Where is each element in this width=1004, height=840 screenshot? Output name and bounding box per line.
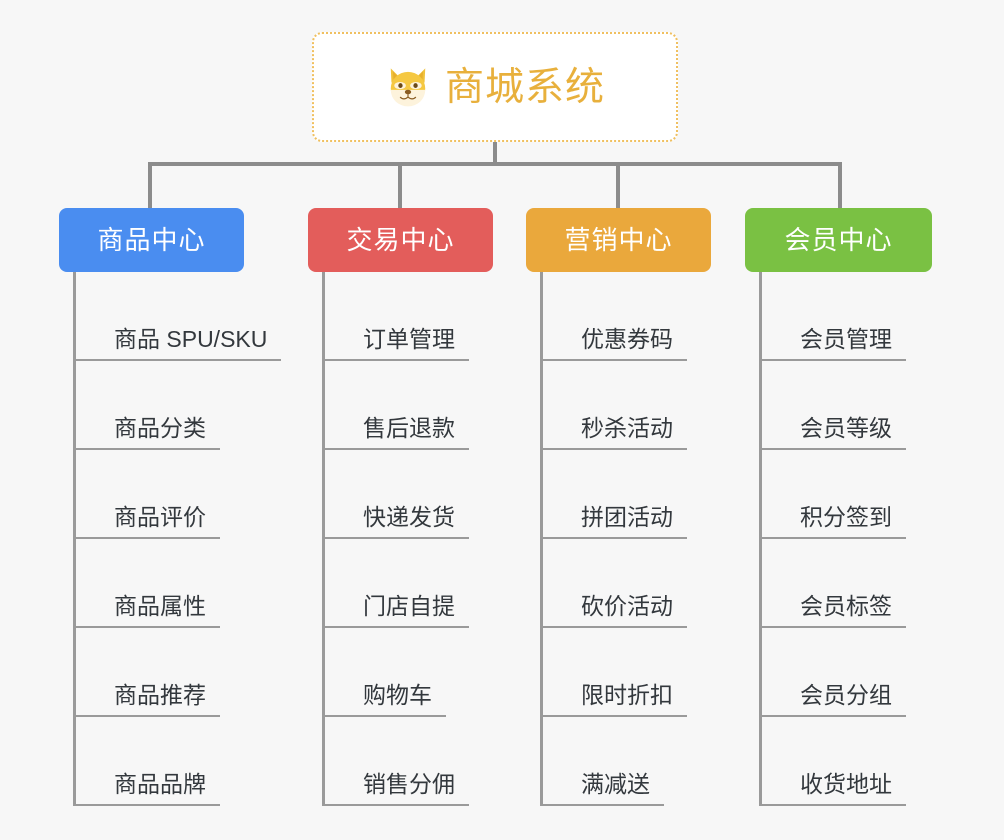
leaf-item[interactable]: 购物车 [322,628,642,717]
shiba-dog-face-icon [390,68,426,107]
leaf-item[interactable]: 商品评价 [73,450,393,539]
leaf-label: 销售分佣 [322,771,469,806]
connector-horizontal-bus [148,162,842,166]
branch-header-label-4: 会员中心 [784,225,893,255]
leaf-item[interactable]: 收货地址 [759,717,1004,806]
leaf-label: 砍价活动 [540,593,687,628]
leaf-label: 商品 SPU/SKU [73,326,282,361]
leaf-label: 限时折扣 [540,682,687,717]
leaf-item[interactable]: 会员等级 [759,361,1004,450]
branch-header-2[interactable]: 交易中心 [308,208,493,272]
leaf-item[interactable]: 订单管理 [322,272,642,361]
leaf-label: 秒杀活动 [540,415,687,450]
leaf-item[interactable]: 会员标签 [759,539,1004,628]
branch-spine-3 [540,272,543,806]
leaf-label: 会员管理 [759,326,906,361]
leaf-label: 购物车 [322,682,446,717]
leaf-item[interactable]: 积分签到 [759,450,1004,539]
leaf-item[interactable]: 拼团活动 [540,450,860,539]
leaf-list-2: 订单管理 售后退款 快递发货 门店自提 购物车 销售分佣 [322,272,642,806]
leaf-item[interactable]: 商品推荐 [73,628,393,717]
leaf-item[interactable]: 优惠券码 [540,272,860,361]
branch-header-label-1: 商品中心 [97,225,206,255]
branch-header-label-3: 营销中心 [564,225,673,255]
leaf-list-3: 优惠券码 秒杀活动 拼团活动 砍价活动 限时折扣 满减送 [540,272,860,806]
leaf-label: 优惠券码 [540,326,687,361]
connector-drop-2 [398,162,402,210]
leaf-label: 会员等级 [759,415,906,450]
leaf-item[interactable]: 销售分佣 [322,717,642,806]
leaf-label: 拼团活动 [540,504,687,539]
leaf-label: 会员分组 [759,682,906,717]
leaf-label: 商品属性 [73,593,220,628]
leaf-label: 商品推荐 [73,682,220,717]
leaf-list-4: 会员管理 会员等级 积分签到 会员标签 会员分组 收货地址 [759,272,1004,806]
branch-header-label-2: 交易中心 [346,225,455,255]
leaf-list-1: 商品 SPU/SKU 商品分类 商品评价 商品属性 商品推荐 商品品牌 [73,272,393,806]
leaf-item[interactable]: 商品属性 [73,539,393,628]
leaf-item[interactable]: 砍价活动 [540,539,860,628]
connector-root-stem [493,142,497,164]
connector-drop-4 [838,162,842,210]
leaf-item[interactable]: 快递发货 [322,450,642,539]
leaf-label: 商品品牌 [73,771,220,806]
leaf-item[interactable]: 商品 SPU/SKU [73,272,393,361]
leaf-item[interactable]: 门店自提 [322,539,642,628]
leaf-label: 售后退款 [322,415,469,450]
leaf-label: 快递发货 [322,504,469,539]
leaf-label: 收货地址 [759,771,906,806]
leaf-item[interactable]: 会员分组 [759,628,1004,717]
leaf-label: 积分签到 [759,504,906,539]
root-node-title: 商城系统 [444,65,605,109]
branch-spine-2 [322,272,325,806]
leaf-label: 商品评价 [73,504,220,539]
leaf-item[interactable]: 商品品牌 [73,717,393,806]
root-node-mall-system[interactable]: 商城系统 [312,32,678,142]
branch-header-1[interactable]: 商品中心 [59,208,244,272]
leaf-label: 满减送 [540,771,664,806]
branch-spine-1 [73,272,76,806]
leaf-item[interactable]: 售后退款 [322,361,642,450]
leaf-label: 会员标签 [759,593,906,628]
leaf-item[interactable]: 商品分类 [73,361,393,450]
leaf-item[interactable]: 满减送 [540,717,860,806]
leaf-item[interactable]: 会员管理 [759,272,1004,361]
leaf-label: 商品分类 [73,415,220,450]
leaf-label: 门店自提 [322,593,469,628]
leaf-item[interactable]: 秒杀活动 [540,361,860,450]
leaf-item[interactable]: 限时折扣 [540,628,860,717]
leaf-label: 订单管理 [322,326,469,361]
connector-drop-1 [148,162,152,210]
branch-header-4[interactable]: 会员中心 [745,208,932,272]
connector-drop-3 [616,162,620,210]
branch-spine-4 [759,272,762,806]
branch-header-3[interactable]: 营销中心 [526,208,711,272]
